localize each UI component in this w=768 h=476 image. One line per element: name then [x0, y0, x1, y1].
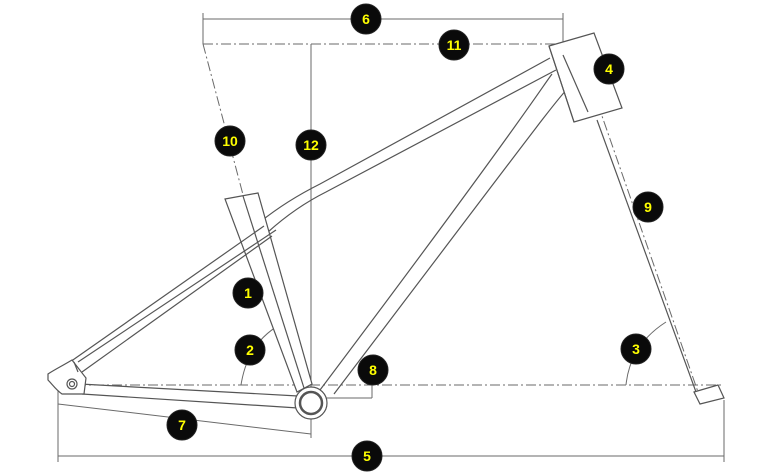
badge-seat-tube-length: 1	[232, 277, 264, 309]
down-tube	[319, 73, 553, 391]
badge-label: 9	[644, 199, 652, 215]
badge-label: 11	[447, 37, 462, 53]
badge-head-tube-length: 4	[593, 53, 625, 85]
dimension-lines	[57, 13, 725, 462]
top-tube	[259, 57, 551, 223]
badge-label: 10	[222, 133, 238, 149]
badge-reach: 11	[438, 29, 470, 61]
badge-label: 5	[363, 448, 371, 464]
badge-bb-drop: 8	[357, 354, 389, 386]
badge-chainstay: 7	[166, 409, 198, 441]
seat-tube	[224, 192, 313, 393]
badges: 1 2 3 4 5 6 7 8	[166, 3, 664, 472]
dim-line-fork-axis	[585, 69, 699, 393]
badge-label: 4	[605, 61, 613, 77]
bike-frame	[47, 32, 725, 420]
badge-label: 6	[362, 11, 370, 27]
badge-head-tube-angle: 3	[620, 333, 652, 365]
badge-label: 1	[244, 285, 252, 301]
fork-leg	[596, 119, 697, 393]
fork-dropout	[693, 384, 725, 405]
rear-dropout	[47, 359, 87, 395]
head-tube	[548, 32, 623, 123]
badge-label: 8	[369, 362, 377, 378]
badge-stack: 12	[295, 129, 327, 161]
badge-seat-tube-angle: 2	[234, 334, 266, 366]
dim-line-seat-extension	[202, 43, 247, 207]
badge-top-tube: 6	[350, 3, 382, 35]
bottom-bracket	[294, 386, 328, 420]
badge-label: 3	[632, 341, 640, 357]
chainstay	[79, 383, 299, 397]
seat-stay	[69, 225, 265, 363]
badge-stack-seat: 10	[214, 125, 246, 157]
badge-label: 2	[246, 342, 254, 358]
badge-fork-length: 9	[632, 191, 664, 223]
badge-wheelbase: 5	[351, 440, 383, 472]
badge-label: 12	[303, 137, 319, 153]
badge-label: 7	[178, 417, 186, 433]
